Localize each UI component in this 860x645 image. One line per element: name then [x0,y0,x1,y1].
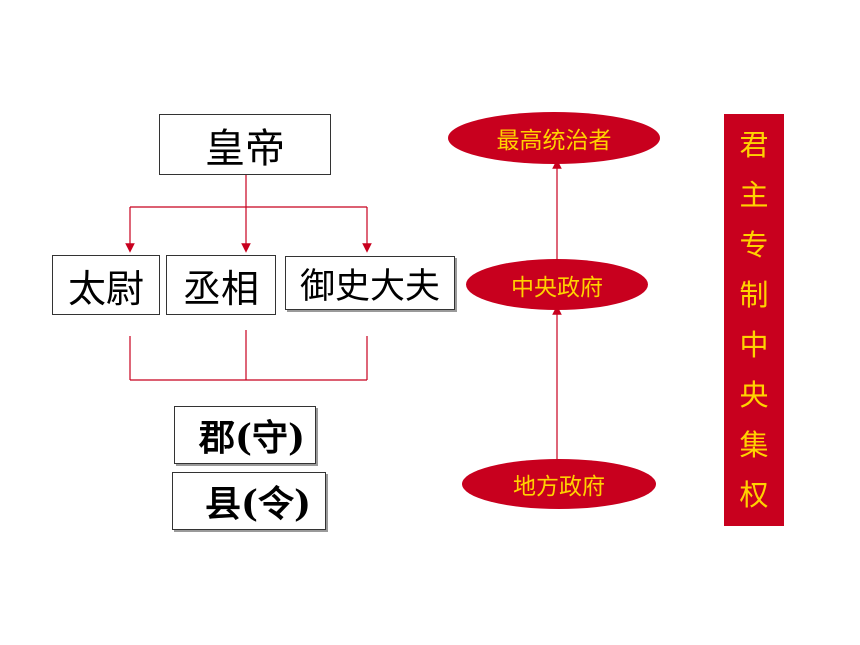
banner-char: 央 [739,377,769,412]
level-top-ellipse: 最高统治者 [448,112,660,164]
banner-char: 中 [739,327,769,362]
minister-yushidafu-box: 御史大夫 [285,256,455,310]
commandery-box: 郡(守) [174,406,316,464]
minister-chengxiang-box: 丞相 [166,255,276,315]
banner-char: 权 [739,477,769,512]
minister-taiwei-box: 太尉 [52,255,160,315]
banner-char: 制 [739,277,769,312]
banner-char: 主 [739,177,769,212]
emperor-box: 皇帝 [159,114,331,175]
banner-char: 君 [739,127,769,162]
banner-char: 集 [739,427,769,462]
autocracy-centralization-banner: 君 主 专 制 中 央 集 权 [724,114,784,526]
county-box: 县(令) [172,472,326,530]
banner-char: 专 [739,227,769,262]
level-local-ellipse: 地方政府 [462,459,656,509]
level-central-ellipse: 中央政府 [466,259,648,310]
